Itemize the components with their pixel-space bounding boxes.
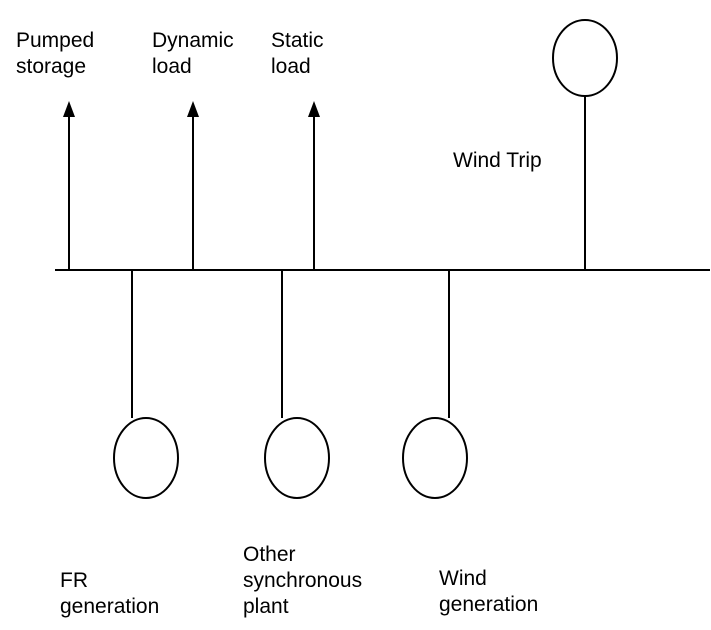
- dynamic-load-arrow: [187, 101, 199, 270]
- static-load-label-line: load: [271, 55, 311, 78]
- dynamic-load-label-line: Dynamic: [152, 29, 234, 52]
- other-synchronous-plant-label-line: synchronous: [243, 569, 363, 592]
- pumped-storage-label-line: storage: [16, 55, 87, 78]
- pumped-storage-label-line: Pumped: [16, 29, 95, 52]
- other-synchronous-plant-unit: [264, 270, 330, 499]
- other-synchronous-plant-label: Other synchronous plant: [243, 542, 362, 620]
- wind-generation-label: Wind generation: [439, 566, 538, 618]
- fr-generation-unit: [113, 270, 179, 499]
- fr-generation-label-line: FR: [60, 569, 88, 592]
- static-load-label-line: Static: [271, 29, 324, 52]
- wind-generation-unit: [402, 270, 468, 499]
- other-synchronous-plant-label-line: plant: [243, 595, 289, 618]
- pumped-storage-label: Pumped storage: [16, 28, 94, 80]
- fr-generation-label-line: generation: [60, 595, 160, 618]
- dynamic-load-label: Dynamic load: [152, 28, 234, 80]
- wind-generation-label-line: Wind: [439, 567, 487, 590]
- wind-trip-unit: [552, 19, 618, 270]
- pumped-storage-arrow: [63, 101, 75, 270]
- static-load-label: Static load: [271, 28, 324, 80]
- fr-generation-label: FR generation: [60, 568, 159, 620]
- other-synchronous-plant-label-line: Other: [243, 543, 296, 566]
- wind-trip-label-line: Wind Trip: [453, 149, 542, 172]
- wind-trip-label: Wind Trip: [453, 148, 542, 174]
- wind-generation-label-line: generation: [439, 593, 539, 616]
- static-load-arrow: [308, 101, 320, 270]
- dynamic-load-label-line: load: [152, 55, 192, 78]
